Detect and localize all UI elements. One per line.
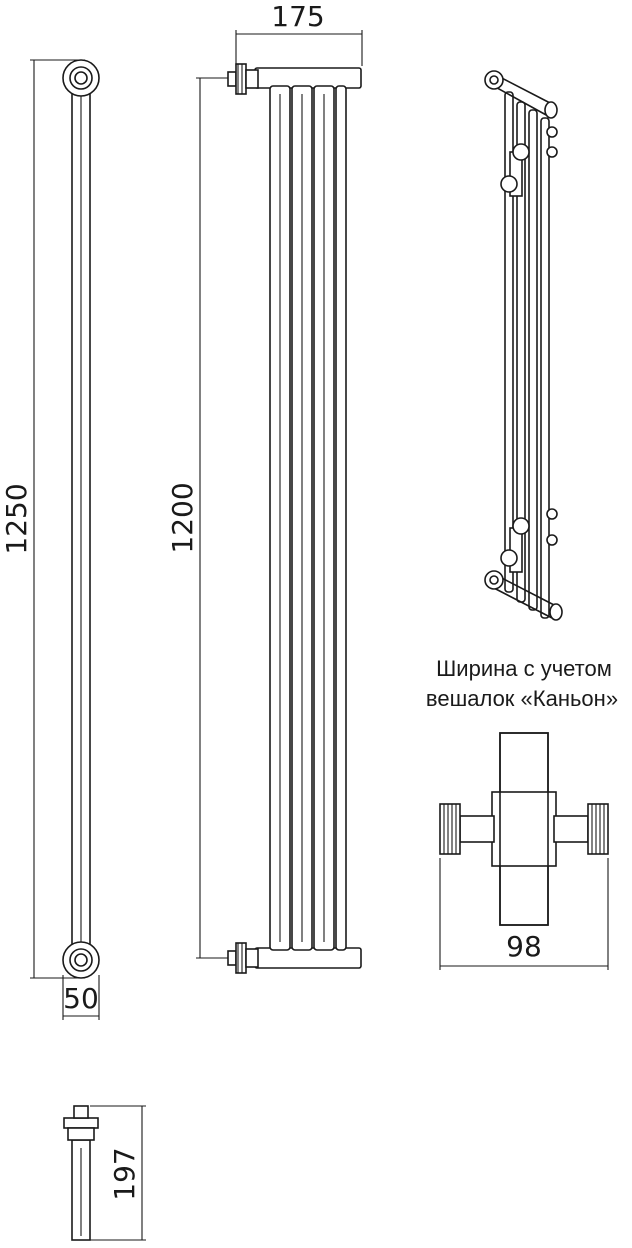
side-view [196, 30, 363, 974]
caption-line-2: вешалок «Каньон» [426, 686, 618, 711]
hanger-detail-view [439, 732, 609, 970]
dim-total-height-label: 1250 [0, 483, 33, 554]
dim-axis-distance-label: 1200 [166, 482, 199, 553]
front-view [30, 59, 100, 1020]
dim-side-depth-label: 197 [108, 1147, 141, 1200]
dim-pipe-width-label: 50 [63, 982, 99, 1015]
caption-line-1: Ширина с учетом [436, 656, 612, 681]
dim-depth-label: 175 [271, 0, 324, 33]
isometric-view [484, 70, 563, 621]
dim-width-with-hangers-label: 98 [506, 930, 542, 963]
bottom-side-detail [63, 1105, 146, 1241]
